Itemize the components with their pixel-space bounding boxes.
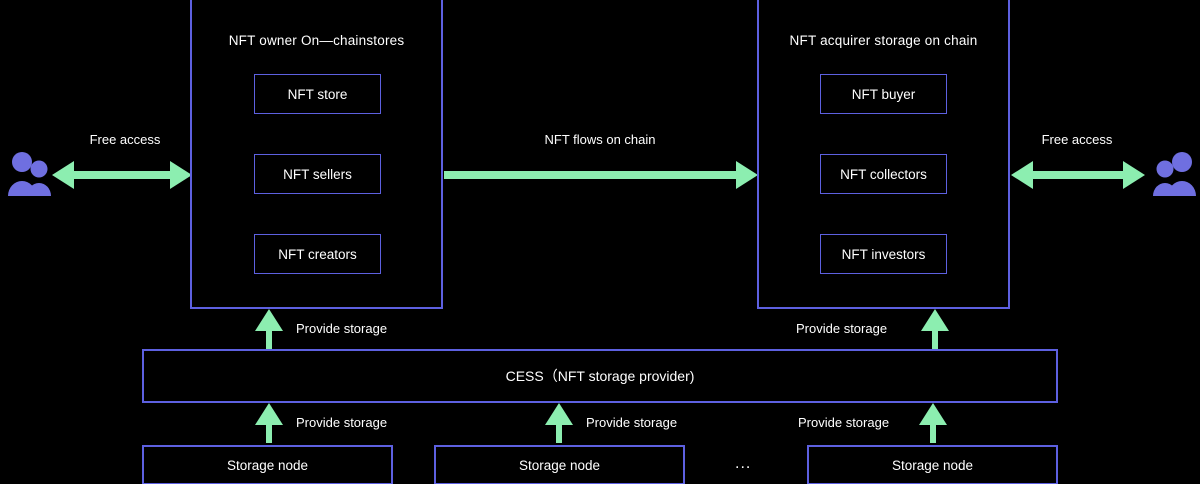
free-access-left-arrow [52, 161, 192, 189]
storage-node-1[interactable]: Storage node [142, 445, 393, 484]
owner-item-nft-creators[interactable]: NFT creators [254, 234, 381, 274]
provide-storage-owner-arrow [255, 309, 283, 349]
provide-storage-node2-arrow [545, 403, 573, 443]
nft-flows-arrow [444, 161, 758, 189]
owner-panel-title: NFT owner On—chainstores [228, 33, 405, 48]
free-access-right-label: Free access [1041, 132, 1113, 147]
provide-storage-node3-label: Provide storage [798, 415, 890, 430]
provide-storage-acquirer-label: Provide storage [796, 321, 888, 336]
right-users-avatar [1148, 150, 1198, 198]
nft-flows-label: NFT flows on chain [544, 132, 656, 147]
provide-storage-owner-label: Provide storage [296, 321, 388, 336]
provide-storage-acquirer-arrow [921, 309, 949, 349]
people-icon [1153, 152, 1196, 196]
acquirer-item-nft-collectors[interactable]: NFT collectors [820, 154, 947, 194]
provide-storage-node1-label: Provide storage [296, 415, 388, 430]
owner-item-nft-store[interactable]: NFT store [254, 74, 381, 114]
free-access-left-label: Free access [89, 132, 161, 147]
storage-node-2[interactable]: Storage node [434, 445, 685, 484]
acquirer-item-nft-investors[interactable]: NFT investors [820, 234, 947, 274]
owner-item-nft-sellers[interactable]: NFT sellers [254, 154, 381, 194]
acquirer-panel-title: NFT acquirer storage on chain [789, 33, 978, 48]
people-icon [8, 152, 51, 196]
storage-node-3[interactable]: Storage node [807, 445, 1058, 484]
left-users-avatar [6, 150, 56, 198]
provide-storage-node1-arrow [255, 403, 283, 443]
storage-nodes-ellipsis: ... [735, 455, 752, 472]
provide-storage-node2-label: Provide storage [586, 415, 678, 430]
cess-bar[interactable]: CESS（NFT storage provider) [142, 349, 1058, 403]
provide-storage-node3-arrow [919, 403, 947, 443]
acquirer-item-nft-buyer[interactable]: NFT buyer [820, 74, 947, 114]
free-access-right-arrow [1011, 161, 1145, 189]
